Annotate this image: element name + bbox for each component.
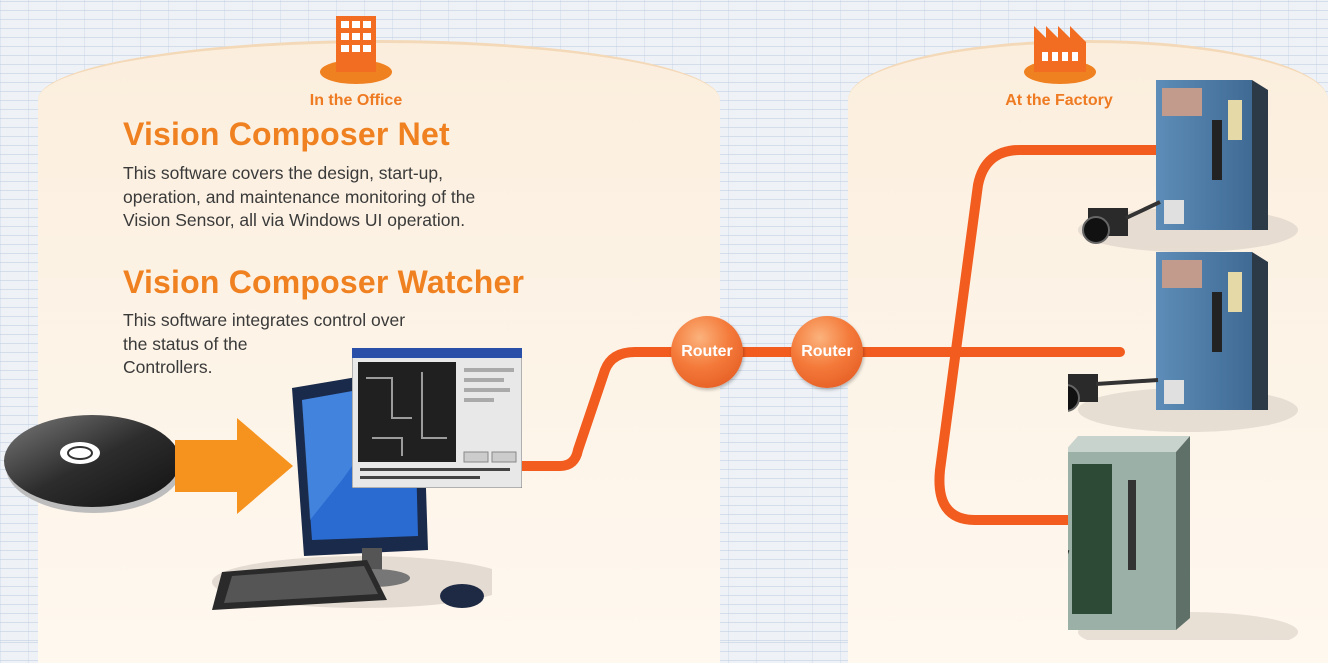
camera-icon <box>1068 374 1159 412</box>
arrow-right-icon <box>175 418 293 514</box>
router-1: Router <box>671 316 743 388</box>
product-title-watcher: Vision Composer Watcher <box>123 264 525 300</box>
vision-controller-icon <box>1068 436 1298 640</box>
vision-controller-icon <box>1078 80 1298 252</box>
factory-label: At the Factory <box>1005 92 1113 109</box>
product-desc-net: This software covers the design, start-u… <box>123 163 476 230</box>
cd-disc-icon <box>4 415 182 513</box>
factory-icon <box>1024 26 1096 84</box>
camera-icon <box>1082 200 1161 244</box>
factory-equipment <box>1068 80 1298 640</box>
product-title-net: Vision Composer Net <box>123 116 450 152</box>
vision-controller-icon <box>1078 252 1298 432</box>
office-building-icon <box>320 16 392 84</box>
router-2: Router <box>791 316 863 388</box>
software-window-icon <box>352 348 522 488</box>
product-desc-watcher: This software integrates control over th… <box>123 310 406 377</box>
office-label: In the Office <box>309 92 403 109</box>
network-lines <box>517 145 1165 525</box>
